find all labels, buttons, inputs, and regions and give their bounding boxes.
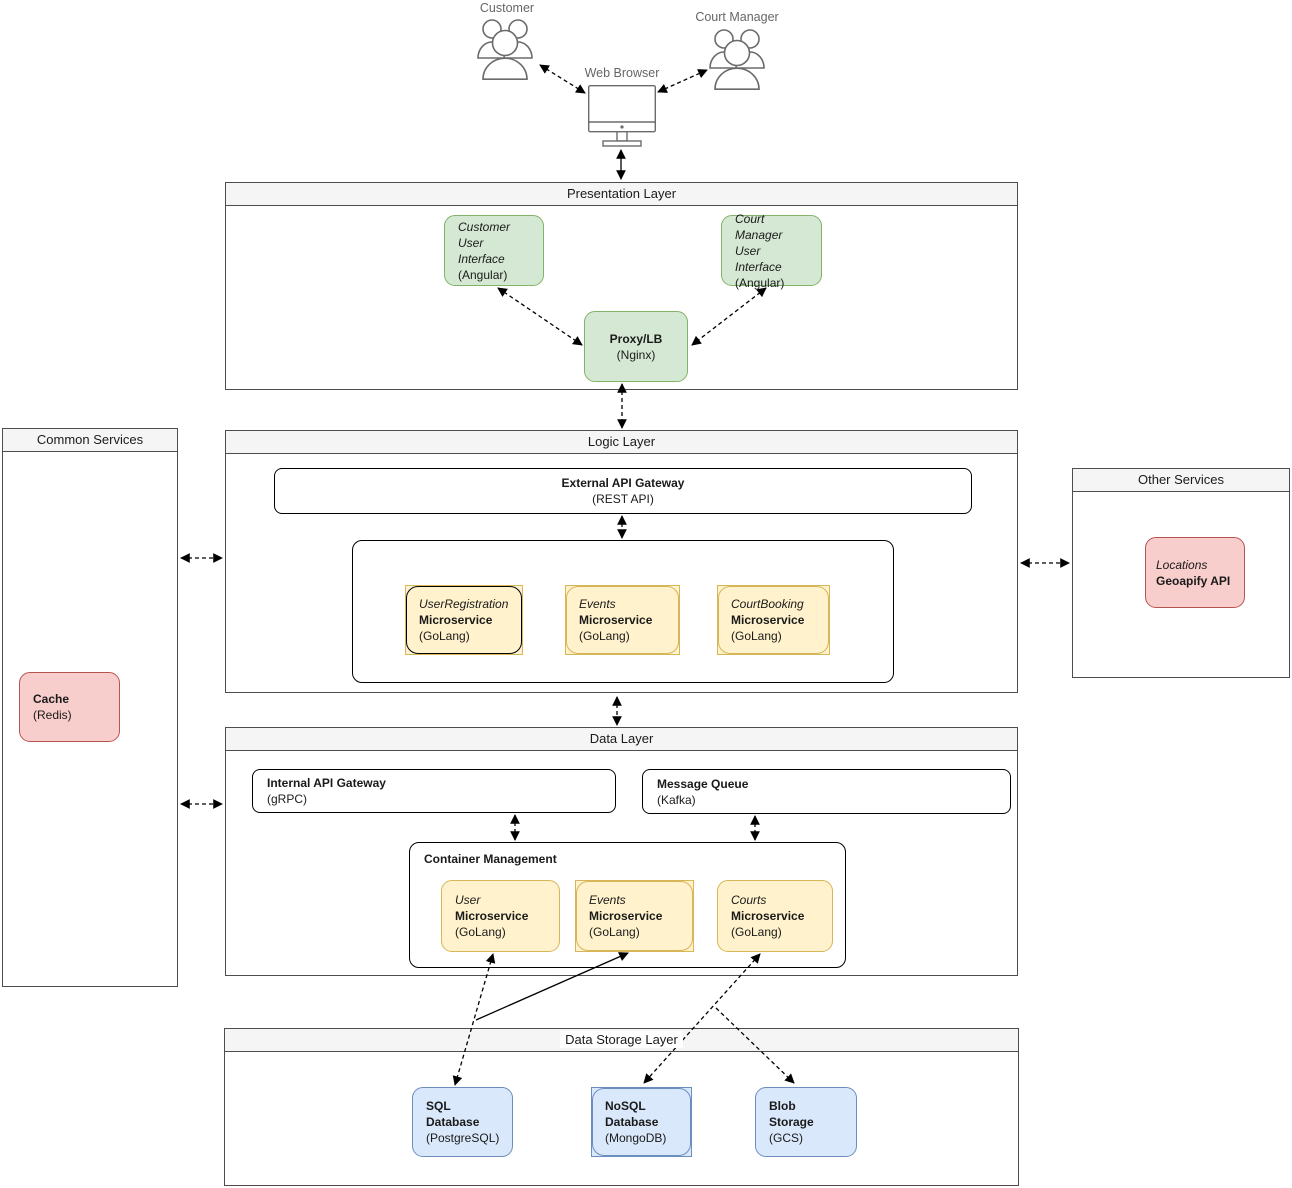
- external-api-gateway-node: External API Gateway (REST API): [274, 468, 972, 514]
- common-services-title: Common Services: [36, 432, 144, 447]
- customer-users-icon: [477, 17, 533, 85]
- common-services-header: Common Services: [3, 429, 177, 452]
- presentation-layer-title: Presentation Layer: [566, 186, 677, 201]
- customer-label: Customer: [479, 1, 535, 15]
- sql-database-node: SQL Database (PostgreSQL): [412, 1087, 513, 1157]
- presentation-layer-header: Presentation Layer: [226, 183, 1017, 206]
- courts-microservice-node: Courts Microservice (GoLang): [717, 880, 833, 952]
- proxy-lb-node: Proxy/LB (Nginx): [584, 311, 688, 382]
- message-queue-node: Message Queue (Kafka): [642, 769, 1011, 814]
- cache-node: Cache (Redis): [19, 672, 120, 742]
- court-booking-microservice-node: CourtBooking Microservice (GoLang): [717, 585, 830, 655]
- container-management-label: Container Management: [424, 852, 557, 866]
- court-manager-label: Court Manager: [695, 10, 779, 24]
- logic-layer-title: Logic Layer: [587, 434, 656, 449]
- data-storage-layer-title: Data Storage Layer: [560, 1031, 683, 1048]
- web-browser-label: Web Browser: [584, 66, 660, 80]
- events-microservice-node: Events Microservice (GoLang): [565, 585, 680, 655]
- data-layer-header: Data Layer: [226, 728, 1017, 751]
- data-storage-layer-header: Data Storage Layer: [225, 1029, 1018, 1052]
- court-manager-users-icon: [709, 27, 765, 95]
- web-browser-monitor-icon: [587, 84, 656, 152]
- internal-api-gateway-node: Internal API Gateway (gRPC): [252, 769, 616, 813]
- user-microservice-node: User Microservice (GoLang): [441, 880, 560, 952]
- court-manager-ui-node: Court Manager User Interface (Angular): [721, 212, 822, 290]
- geoapify-api-node: Locations Geoapify API: [1145, 537, 1245, 608]
- data-layer-title: Data Layer: [589, 731, 654, 746]
- blob-storage-node: Blob Storage (GCS): [755, 1087, 857, 1157]
- user-registration-microservice-node: UserRegistration Microservice (GoLang): [405, 585, 523, 655]
- nosql-database-node: NoSQL Database (MongoDB): [591, 1087, 692, 1157]
- other-services-header: Other Services: [1073, 469, 1289, 492]
- events-data-microservice-node: Events Microservice (GoLang): [575, 880, 694, 952]
- logic-layer-header: Logic Layer: [226, 431, 1017, 454]
- other-services-title: Other Services: [1138, 472, 1224, 487]
- customer-ui-node: Customer User Interface (Angular): [444, 215, 544, 286]
